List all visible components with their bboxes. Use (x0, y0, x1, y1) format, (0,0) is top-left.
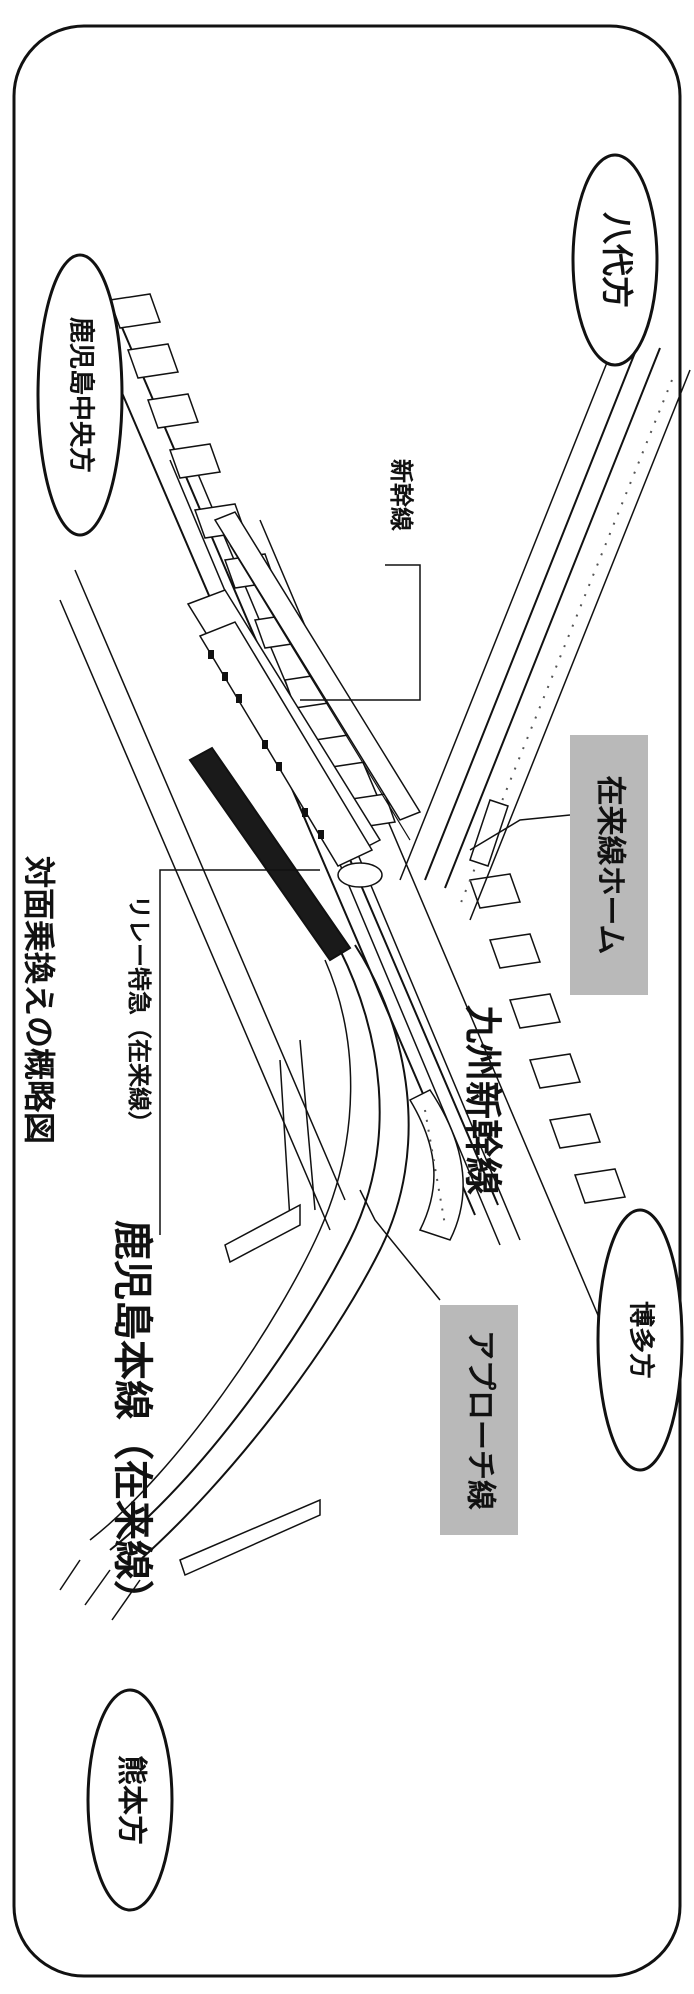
diagram-frame (12, 24, 682, 1978)
platform-label-box (570, 735, 648, 995)
approach-line-embankment (408, 1089, 464, 1241)
kagoshima-chuo-bubble (36, 253, 124, 537)
relay-express-train (186, 589, 383, 962)
hakata-label: 博多方 (626, 1301, 657, 1379)
direction-bubbles (36, 153, 684, 1912)
kumamoto-label: 熊本方 (114, 1755, 149, 1845)
approach-line-label: アプローチ線 (463, 1330, 498, 1510)
diagram-title: 対面乗換えの概略図 (20, 856, 58, 1144)
shinkansen-viaduct (59, 293, 627, 1321)
hakata-bubble (596, 1208, 684, 1472)
yatsushiro-bubble (571, 153, 659, 367)
approach-label-box (440, 1305, 518, 1535)
kumamoto-bubble (86, 1688, 174, 1912)
yatsushiro-label: 八代方 (598, 212, 636, 308)
relay-express-label: リレー特急（在来線） (125, 895, 153, 1135)
shinkansen-label: 新幹線 (387, 459, 415, 531)
kagoshima-main-line (59, 944, 410, 1621)
kagoshima-chuo-label: 鹿児島中央方 (66, 317, 97, 473)
pointer-lines (159, 564, 571, 1301)
kagoshima-main-line-label: 鹿児島本線（在来線） (109, 1220, 155, 1620)
conventional-platform-label: 在来線ホーム (593, 775, 628, 954)
kyushu-shinkansen-label: 九州新幹線 (461, 1005, 505, 1195)
